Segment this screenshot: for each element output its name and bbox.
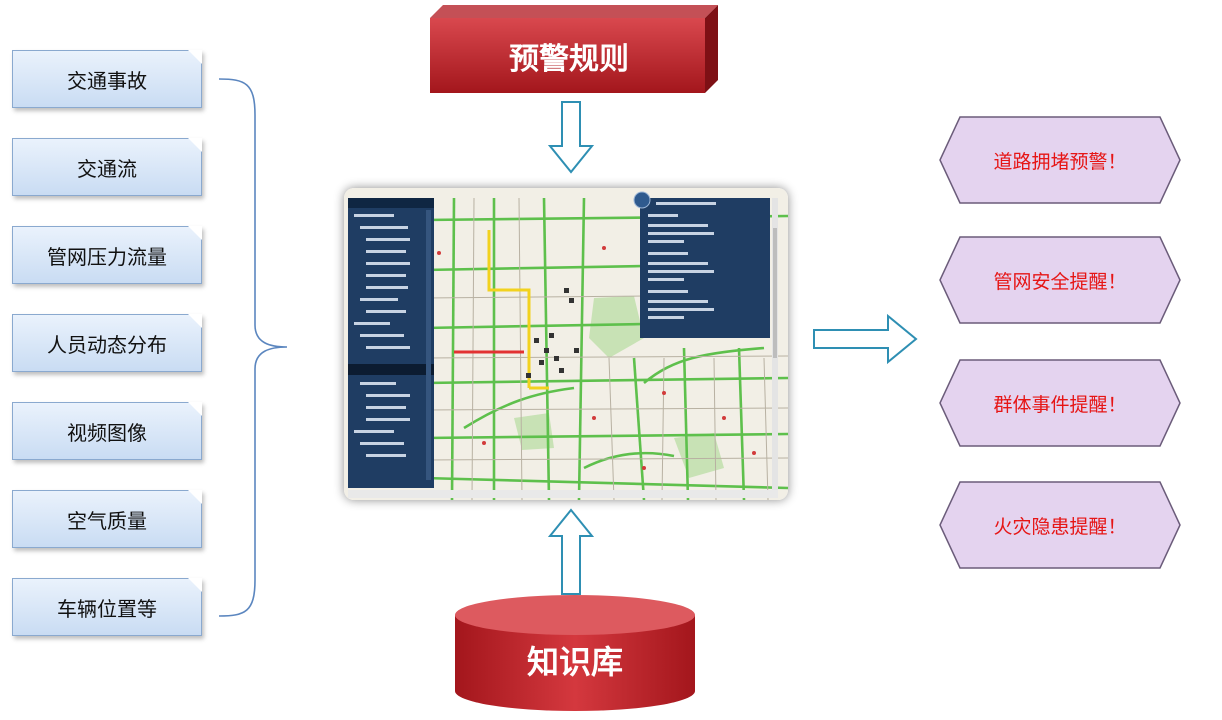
input-traffic-accident: 交通事故 <box>12 50 202 108</box>
alert-road-congestion: 道路拥堵预警！ <box>938 115 1182 205</box>
input-label: 空气质量 <box>67 508 147 533</box>
rules-3d-box <box>430 5 718 93</box>
input-pipe-pressure-flow: 管网压力流量 <box>12 226 202 284</box>
input-people-distribution: 人员动态分布 <box>12 314 202 372</box>
input-label: 人员动态分布 <box>47 332 167 357</box>
knowledge-base-cylinder <box>455 595 695 711</box>
input-label: 交通流 <box>77 156 137 181</box>
alert-label: 管网安全提醒！ <box>993 270 1127 293</box>
input-vehicle-position: 车辆位置等 <box>12 578 202 636</box>
input-traffic-flow: 交通流 <box>12 138 202 196</box>
input-video-image: 视频图像 <box>12 402 202 460</box>
alert-mass-incident: 群体事件提醒！ <box>938 358 1182 448</box>
input-label: 车辆位置等 <box>57 596 157 621</box>
input-label: 交通事故 <box>67 68 147 93</box>
input-label: 管网压力流量 <box>47 244 167 269</box>
alert-label: 道路拥堵预警！ <box>993 150 1127 173</box>
knowledge-base-label: 知识库 <box>526 643 623 681</box>
input-label: 视频图像 <box>67 420 147 445</box>
alert-fire-hazard: 火灾隐患提醒！ <box>938 480 1182 570</box>
alert-pipe-safety: 管网安全提醒！ <box>938 235 1182 325</box>
arrow-right-icon <box>813 313 918 365</box>
map-screenshot <box>344 188 788 500</box>
rules-label: 预警规则 <box>509 41 629 77</box>
arrow-down-icon <box>547 101 595 174</box>
alert-label: 群体事件提醒！ <box>993 393 1127 416</box>
input-air-quality: 空气质量 <box>12 490 202 548</box>
brace-connector <box>218 78 288 617</box>
arrow-up-icon <box>547 508 595 595</box>
alert-label: 火灾隐患提醒！ <box>993 515 1127 538</box>
